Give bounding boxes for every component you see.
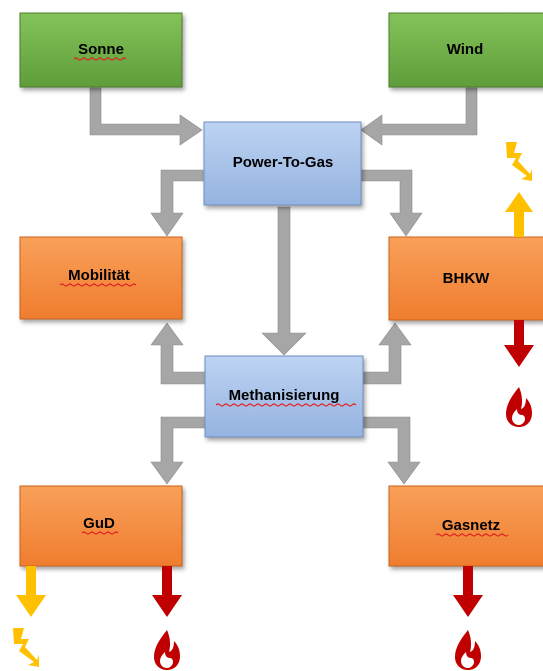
label-bhkw: BHKW [443,270,490,287]
connector-methanisierung-gasnetz [362,416,421,485]
connectors [89,87,478,485]
box-gud: GuD [19,485,183,567]
connector-ptg-methanisierung [261,206,307,356]
flame-icon [154,630,180,670]
spellcheck-underline [435,533,509,537]
spellcheck-underline [81,531,119,535]
connector-ptg-mobilitaet [150,169,204,237]
label-sonne: Sonne [78,41,124,58]
flame-icon [506,387,532,427]
box-mobilitaet: Mobilität [19,236,183,320]
connector-methanisierung-gud [150,416,206,485]
label-gud: GuD [83,515,115,532]
label-mobilitaet: Mobilität [68,267,130,284]
label-wind: Wind [447,41,484,58]
box-wind: Wind [388,12,543,88]
lightning-bolt-icon [506,142,532,181]
flame-icon [455,630,481,670]
heat-arrow-down [453,566,483,617]
box-power-to-gas: Power-To-Gas [203,121,362,206]
lightning-bolt-icon [13,628,39,667]
connector-methanisierung-mobilitaet [150,322,206,385]
box-sonne: Sonne [19,12,183,88]
box-bhkw: BHKW [388,236,543,321]
connector-sonne-ptg [89,87,203,146]
label-methanisierung: Methanisierung [229,387,340,404]
spellcheck-underline [73,57,127,61]
connector-methanisierung-bhkw [362,322,412,385]
label-gasnetz: Gasnetz [442,517,500,534]
electricity-arrow-up [505,192,533,237]
spellcheck-underline [215,403,357,407]
box-methanisierung: Methanisierung [204,355,364,438]
heat-arrow-down [504,320,534,367]
box-gasnetz: Gasnetz [388,485,543,567]
heat-arrow-down [152,566,182,617]
spellcheck-underline [59,283,137,287]
connector-ptg-bhkw [359,169,423,237]
electricity-arrow-down [16,566,46,617]
connector-wind-ptg [360,87,478,146]
label-power-to-gas: Power-To-Gas [233,154,334,171]
